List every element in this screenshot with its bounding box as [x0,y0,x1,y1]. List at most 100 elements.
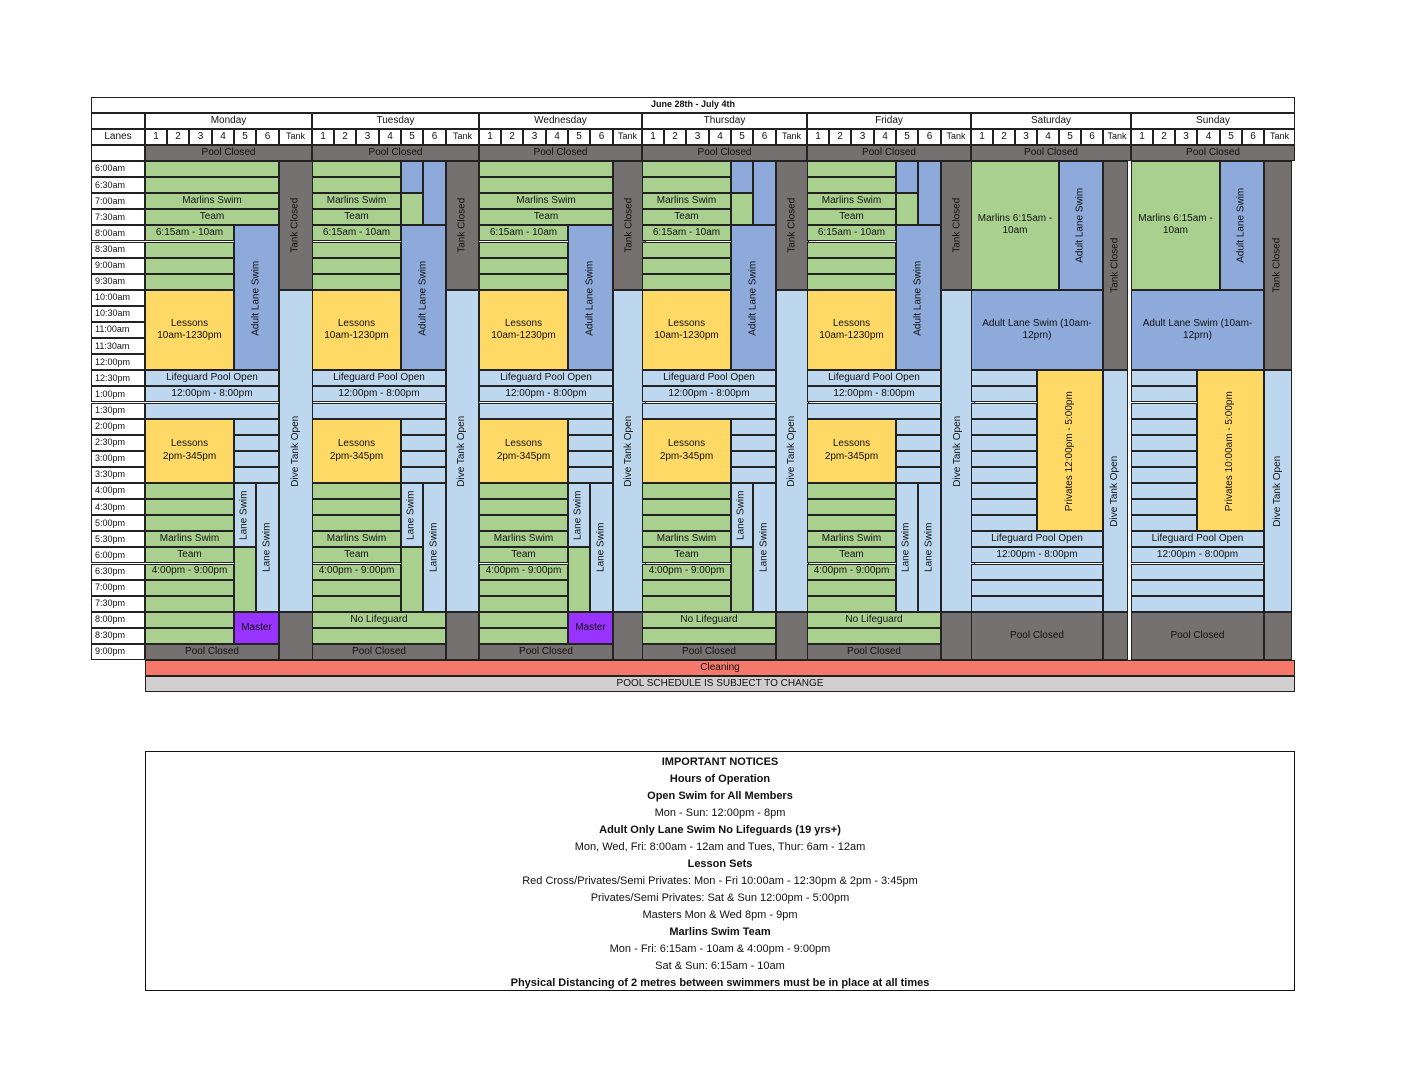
time-label: 7:30am [91,209,145,226]
lane-number-header-label: 5 [242,130,248,142]
team-label-label: Team [199,211,225,223]
schedule-cell [312,483,401,500]
time-label-label: 7:30am [95,211,126,222]
lessons-label: 2pm-345pm [162,450,217,462]
pool-closed-bar-label: Pool Closed [1010,629,1064,641]
lifeguard-lane [479,402,613,419]
pool-closed-bar: Pool Closed [479,644,613,661]
marlins-hours: 6:15am - 10am [312,225,401,242]
tank-closed [941,611,975,661]
schedule-cell [642,483,731,500]
schedule-cell [896,434,941,451]
dive-tank-open: Dive Tank Open [1103,370,1128,612]
schedule-cell [312,499,401,516]
lane-number-header-label: 4 [387,130,393,142]
adult-lane-swim: Adult Lane Swim [401,225,446,371]
lessons-label: Lessons [832,438,871,450]
schedule-cell [807,515,896,532]
time-label-label: 4:30pm [95,501,126,512]
no-lifeguard-label-label: No Lifeguard [350,613,408,625]
schedule-cell [145,273,234,290]
weekend-adult-lane: Adult Lane Swim (10am-12prn) [1131,289,1264,371]
team-label: Team [479,209,613,226]
schedule-cell [1131,483,1197,500]
schedule-cell [234,450,279,467]
dive-tank-open: Dive Tank Open [941,289,975,612]
tank-closed-label: Tank Closed [951,197,963,253]
team-label: Team [312,547,401,564]
pool-closed-bar-label: Pool Closed [201,146,256,158]
lifeguard-label: Lifeguard Pool Open [312,370,446,387]
schedule-cell [896,418,941,435]
subject-to-change-bar: POOL SCHEDULE IS SUBJECT TO CHANGE [145,676,1295,693]
tank-closed: Tank Closed [776,161,809,290]
pool-closed-bar: Pool Closed [312,145,479,161]
lane-number-header: 2 [167,129,189,145]
lane-number-header-label: 1 [153,130,159,142]
tank-closed-label: Tank Closed [786,197,798,253]
schedule-cell [568,450,613,467]
lifeguard-label: Lifeguard Pool Open [479,370,613,387]
dive-tank-open: Dive Tank Open [776,289,809,612]
schedule-cell [145,627,234,644]
marlins-label: Marlins Swim [479,531,568,548]
lanes-label-label: Lanes [104,130,132,142]
time-label-label: 2:30pm [95,437,126,448]
schedule-cell [971,370,1037,387]
schedule-title-label: June 28th - July 4th [650,99,736,110]
schedule-cell [145,483,234,500]
time-label-label: 7:30pm [95,598,126,609]
weekend-adult-lane-label: Adult Lane Swim (10am-12prn) [982,317,1092,342]
lane-number-header-label: 2 [672,130,678,142]
tank-closed-label: Tank Closed [1271,238,1283,294]
adult-lane [731,161,753,194]
day-header-label: Monday [210,114,247,126]
notice-line: Red Cross/Privates/Semi Privates: Mon - … [522,875,918,887]
masters-block-label: Master [241,621,272,633]
time-label-label: 9:00pm [95,646,126,657]
pool-closed-bar: Pool Closed [479,145,642,161]
dive-tank-open-label: Dive Tank Open [951,415,963,487]
schedule-cell [479,273,568,290]
schedule-cell [479,161,613,178]
lane-number-header: 1 [971,129,993,145]
lane-swim-label: Lane Swim [595,522,607,573]
tank-closed: Tank Closed [613,161,646,290]
marlins-label: Marlins Swim [642,193,731,210]
lane-number-header-label: 3 [531,130,538,142]
notice-line: Open Swim for All Members [647,790,793,802]
adult-lane-swim-label: Adult Lane Swim [250,260,262,336]
team-label-label: Team [344,211,369,223]
marlins-hours-label: 4:00pm - 9:00pm [813,565,890,577]
lifeguard-hours-label: 12:00pm - 8:00pm [171,388,253,400]
team-label: Team [145,547,234,564]
lane-number-header: 6 [753,129,776,145]
time-label-label: 6:30pm [95,565,126,576]
adult-lane-swim: Adult Lane Swim [896,225,941,371]
lifeguard-hours-label: 12:00pm - 8:00pm [833,388,915,400]
time-label-label: 5:00pm [95,517,126,528]
pool-closed-bar: Pool Closed [145,644,279,661]
time-label-label: 1:30pm [95,404,126,415]
schedule-cell [312,515,401,532]
lessons-label: Lessons [170,317,209,329]
pool-closed-bar: Pool Closed [642,644,776,661]
schedule-cell [568,434,613,451]
time-label-label: 8:30pm [95,630,126,641]
lane-swim: Lane Swim [256,483,279,612]
lifeguard-lane [642,402,776,419]
marlins-hours-label: 6:15am - 10am [322,227,391,239]
lane-number-header-label: 2 [175,130,181,142]
time-label: 8:00pm [91,611,145,628]
no-lifeguard-label: No Lifeguard [642,611,776,628]
adult-lane-swim: Adult Lane Swim [731,225,776,371]
privates-block-label: Privates 10:00am - 5:00pm [1224,390,1236,511]
pool-closed-bar: Pool Closed [145,145,312,161]
lane-number-header: 2 [664,129,686,145]
day-header: Saturday [971,113,1131,129]
lanes-label: Lanes [91,129,145,145]
team-label: Team [642,209,731,226]
